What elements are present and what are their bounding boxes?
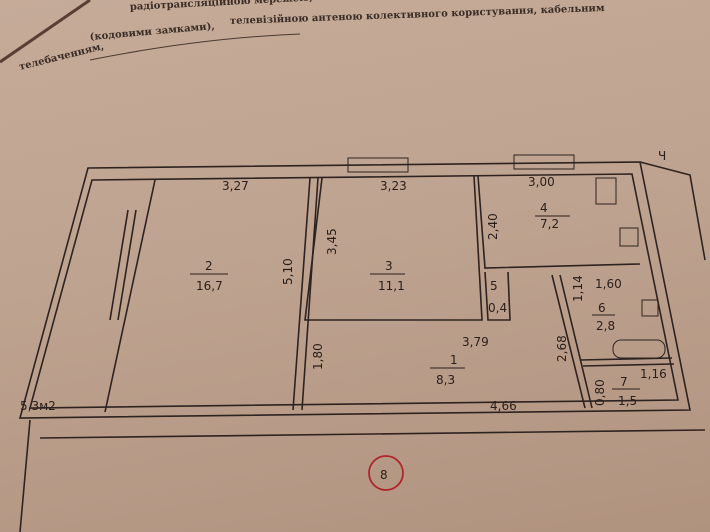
room-1: 1 8,3	[430, 353, 465, 387]
svg-text:1,5: 1,5	[618, 394, 637, 408]
svg-text:2,40: 2,40	[486, 213, 500, 240]
doc-text-line4: телебаченням,	[18, 41, 105, 73]
room-2: 2 16,7	[190, 259, 228, 293]
svg-text:7,2: 7,2	[540, 217, 559, 231]
room-5: 5 0,4	[488, 279, 507, 315]
svg-text:3,27: 3,27	[222, 179, 249, 193]
svg-text:6: 6	[598, 301, 606, 315]
doc-text-line3: (кодовими замками),	[89, 21, 215, 43]
circled-number: 8	[368, 455, 404, 491]
svg-text:3,00: 3,00	[528, 175, 555, 189]
page-edge	[0, 0, 91, 64]
svg-text:1,60: 1,60	[595, 277, 622, 291]
svg-text:3,45: 3,45	[325, 228, 339, 255]
svg-text:5: 5	[490, 279, 498, 293]
svg-text:11,1: 11,1	[378, 279, 405, 293]
svg-text:3: 3	[385, 259, 393, 273]
doc-text-line1: радіотрансляційною мережею,	[130, 0, 313, 13]
svg-text:1: 1	[450, 353, 458, 367]
svg-text:8: 8	[380, 468, 388, 482]
svg-text:2: 2	[205, 259, 213, 273]
interior-walls	[104, 154, 675, 413]
dimension-labels: 3,27 3,23 3,00 2,40 3,45 5,10 1,80 3,79 …	[20, 149, 667, 413]
svg-text:7: 7	[620, 375, 628, 389]
room-6: 6 2,8	[592, 301, 615, 333]
balcony-area: 5,3м2	[20, 399, 56, 413]
svg-text:0,80: 0,80	[593, 379, 607, 406]
fill-line	[89, 33, 301, 61]
svg-text:1,80: 1,80	[311, 343, 325, 370]
room-7: 7 1,5	[612, 375, 640, 408]
svg-text:2,68: 2,68	[555, 335, 569, 362]
svg-text:5,10: 5,10	[281, 258, 295, 285]
svg-text:1,16: 1,16	[640, 367, 667, 381]
corner-mark: Ч	[658, 149, 666, 163]
outer-walls	[18, 161, 706, 532]
doc-text-line2: телевізійною антеною колективного корист…	[230, 3, 605, 27]
svg-text:8,3: 8,3	[436, 373, 455, 387]
svg-text:4: 4	[540, 201, 548, 215]
svg-text:4,66: 4,66	[490, 399, 517, 413]
svg-text:0,4: 0,4	[488, 301, 507, 315]
svg-text:3,79: 3,79	[462, 335, 489, 349]
svg-text:3,23: 3,23	[380, 179, 407, 193]
svg-text:1,14: 1,14	[571, 275, 585, 302]
svg-text:2,8: 2,8	[596, 319, 615, 333]
svg-text:16,7: 16,7	[196, 279, 223, 293]
room-4: 4 7,2	[535, 201, 570, 231]
room-3: 3 11,1	[370, 259, 405, 293]
